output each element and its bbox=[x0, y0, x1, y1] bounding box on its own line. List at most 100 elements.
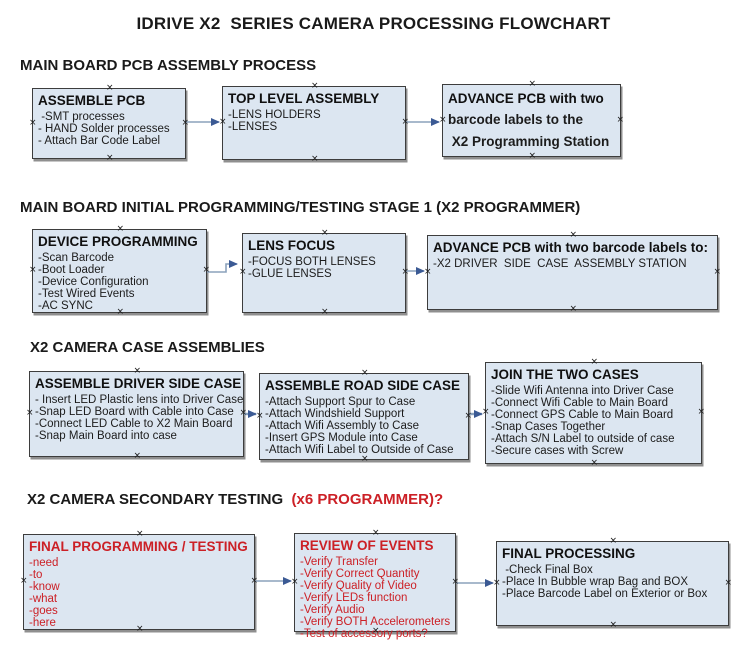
anchor-top-icon: × bbox=[136, 529, 144, 539]
box-title: LENS FOCUS bbox=[248, 238, 336, 253]
box-item: X2 Programming Station bbox=[448, 134, 610, 149]
section-header-text: MAIN BOARD INITIAL PROGRAMMING/TESTING S… bbox=[20, 199, 581, 216]
box-item: -Test of accessory ports? bbox=[300, 628, 428, 640]
box-item: -here bbox=[29, 617, 56, 629]
flow-box[interactable]: LENS FOCUS -FOCUS BOTH LENSES-GLUE LENSE… bbox=[239, 229, 409, 317]
box-item: -Attach Wifi Label to Outside of Case bbox=[265, 444, 454, 456]
anchor-left-icon: × bbox=[26, 408, 34, 418]
anchor-top-icon: × bbox=[116, 224, 125, 234]
anchor-right-icon: × bbox=[202, 265, 210, 275]
box-item: -X2 DRIVER SIDE CASE ASSEMBLY STATION bbox=[433, 258, 687, 270]
box-item: -Attach Support Spur to Case bbox=[265, 396, 416, 408]
flow-box[interactable]: ADVANCE PCB with two barcode labels to: … bbox=[424, 231, 721, 314]
box-item: -AC SYNC bbox=[38, 300, 93, 312]
anchor-right-icon: × bbox=[239, 408, 247, 418]
anchor-left-icon: × bbox=[20, 576, 28, 586]
box-title: JOIN THE TWO CASES bbox=[491, 367, 639, 382]
anchor-right-icon: × bbox=[250, 576, 258, 586]
box-item: -Device Configuration bbox=[38, 276, 149, 288]
box-items: -need-to-know-what-goes-here bbox=[29, 557, 254, 629]
anchor-bottom-icon: × bbox=[569, 304, 578, 314]
box-item: -Connect LED Cable to X2 Main Board bbox=[35, 418, 233, 430]
anchor-right-icon: × bbox=[451, 576, 459, 587]
flow-box[interactable]: FINAL PROGRAMMING / TESTING -need-to-kno… bbox=[20, 530, 258, 634]
box-items: barcode labels to the X2 Programming Sta… bbox=[448, 109, 620, 153]
connector-arrow[interactable] bbox=[207, 260, 238, 273]
box-item: -Boot Loader bbox=[38, 264, 105, 276]
anchor-bottom-icon: × bbox=[609, 620, 618, 630]
box-item: -Verify LEDs function bbox=[300, 592, 408, 604]
box-item: -Verify Quality of Video bbox=[300, 580, 417, 592]
box-item: -goes bbox=[29, 605, 58, 617]
section-header: MAIN BOARD INITIAL PROGRAMMING/TESTING S… bbox=[20, 199, 580, 216]
box-item: -Verify BOTH Accelerometers bbox=[300, 616, 451, 628]
box-item: - Attach Bar Code Label bbox=[38, 135, 161, 147]
anchor-bottom-icon: × bbox=[361, 454, 369, 464]
anchor-right-icon: × bbox=[616, 114, 624, 125]
box-item: -SMT processes bbox=[38, 111, 125, 123]
anchor-top-icon: × bbox=[528, 79, 537, 89]
box-item: -Place Barcode Label on Exterior or Box bbox=[502, 588, 708, 600]
flow-box[interactable]: ASSEMBLE PCB -SMT processes- HAND Solder… bbox=[29, 84, 189, 163]
box-items: -SMT processes- HAND Solder processes- A… bbox=[38, 111, 185, 147]
box-title: ASSEMBLE ROAD SIDE CASE bbox=[265, 378, 461, 393]
flow-box[interactable]: TOP LEVEL ASSEMBLY -LENS HOLDERS-LENSES … bbox=[219, 82, 409, 164]
box-title: ADVANCE PCB with two barcode labels to: bbox=[433, 240, 709, 255]
anchor-right-icon: × bbox=[724, 577, 732, 588]
box-title: ASSEMBLE PCB bbox=[38, 93, 146, 108]
box-item: -Snap LED Board with Cable into Case bbox=[35, 406, 234, 418]
anchor-top-icon: × bbox=[372, 528, 380, 538]
section-header: X2 CAMERA SECONDARY TESTING (x6 PROGRAMM… bbox=[27, 491, 443, 508]
anchor-left-icon: × bbox=[219, 117, 227, 127]
anchor-bottom-icon: × bbox=[133, 451, 142, 461]
anchor-top-icon: × bbox=[321, 228, 329, 238]
box-item: -Test Wired Events bbox=[38, 288, 135, 300]
flow-box[interactable]: ASSEMBLE DRIVER SIDE CASE - Insert LED P… bbox=[26, 367, 247, 461]
anchor-bottom-icon: × bbox=[528, 151, 537, 161]
section-header: X2 CAMERA CASE ASSEMBLIES bbox=[30, 339, 265, 356]
anchor-right-icon: × bbox=[401, 117, 409, 127]
box-item: -Insert GPS Module into Case bbox=[265, 432, 418, 444]
anchor-top-icon: × bbox=[106, 83, 114, 93]
box-items: -Attach Support Spur to Case-Attach Wind… bbox=[265, 396, 468, 456]
section-header-text: X2 CAMERA CASE ASSEMBLIES bbox=[30, 339, 265, 356]
anchor-bottom-icon: × bbox=[590, 458, 599, 468]
anchor-top-icon: × bbox=[590, 357, 599, 367]
box-items: -Verify Transfer-Verify Correct Quantity… bbox=[300, 556, 455, 640]
box-item: -Verify Audio bbox=[300, 604, 365, 616]
box-item: -LENSES bbox=[228, 121, 278, 133]
box-item: -Slide Wifi Antenna into Driver Case bbox=[491, 385, 674, 397]
box-title: REVIEW OF EVENTS bbox=[300, 538, 434, 553]
anchor-left-icon: × bbox=[29, 117, 37, 128]
flow-box[interactable]: REVIEW OF EVENTS -Verify Transfer-Verify… bbox=[291, 529, 459, 641]
box-item: -LENS HOLDERS bbox=[228, 109, 321, 121]
box-item: -Attach Wifi Assembly to Case bbox=[265, 420, 420, 432]
box-item: -Verify Transfer bbox=[300, 556, 378, 568]
box-items: -X2 DRIVER SIDE CASE ASSEMBLY STATION bbox=[433, 258, 717, 270]
flow-box[interactable]: ASSEMBLE ROAD SIDE CASE -Attach Support … bbox=[256, 369, 472, 464]
box-items: -Check Final Box-Place In Bubble wrap Ba… bbox=[502, 564, 728, 600]
flow-box[interactable]: DEVICE PROGRAMMING -Scan Barcode-Boot Lo… bbox=[29, 225, 210, 317]
anchor-left-icon: × bbox=[493, 577, 501, 588]
flow-box[interactable]: JOIN THE TWO CASES -Slide Wifi Antenna i… bbox=[482, 358, 705, 468]
box-item: barcode labels to the bbox=[448, 112, 584, 127]
box-title: ASSEMBLE DRIVER SIDE CASE bbox=[35, 376, 242, 391]
anchor-top-icon: × bbox=[609, 536, 618, 546]
box-item: -Attach Windshield Support bbox=[265, 408, 405, 420]
page-title: IDRIVE X2 SERIES CAMERA PROCESSING FLOWC… bbox=[136, 14, 611, 33]
box-item: -Connect GPS Cable to Main Board bbox=[491, 409, 674, 421]
flow-box[interactable]: FINAL PROCESSING -Check Final Box-Place … bbox=[493, 537, 732, 630]
box-item: -to bbox=[29, 569, 43, 581]
box-item: -know bbox=[29, 581, 60, 593]
anchor-right-icon: × bbox=[464, 410, 472, 421]
section-header-red-text: (x6 PROGRAMMER)? bbox=[291, 491, 444, 508]
flow-box[interactable]: ADVANCE PCB with two barcode labels to t… bbox=[439, 80, 624, 161]
box-items: -LENS HOLDERS-LENSES bbox=[228, 109, 405, 133]
box-item: -Attach S/N Label to outside of case bbox=[491, 433, 675, 445]
box-item: -Scan Barcode bbox=[38, 252, 115, 264]
box-items: -FOCUS BOTH LENSES-GLUE LENSES bbox=[248, 256, 405, 280]
anchor-top-icon: × bbox=[569, 230, 578, 240]
section-header-text: X2 CAMERA SECONDARY TESTING bbox=[27, 491, 292, 508]
box-title: FINAL PROCESSING bbox=[502, 546, 636, 561]
